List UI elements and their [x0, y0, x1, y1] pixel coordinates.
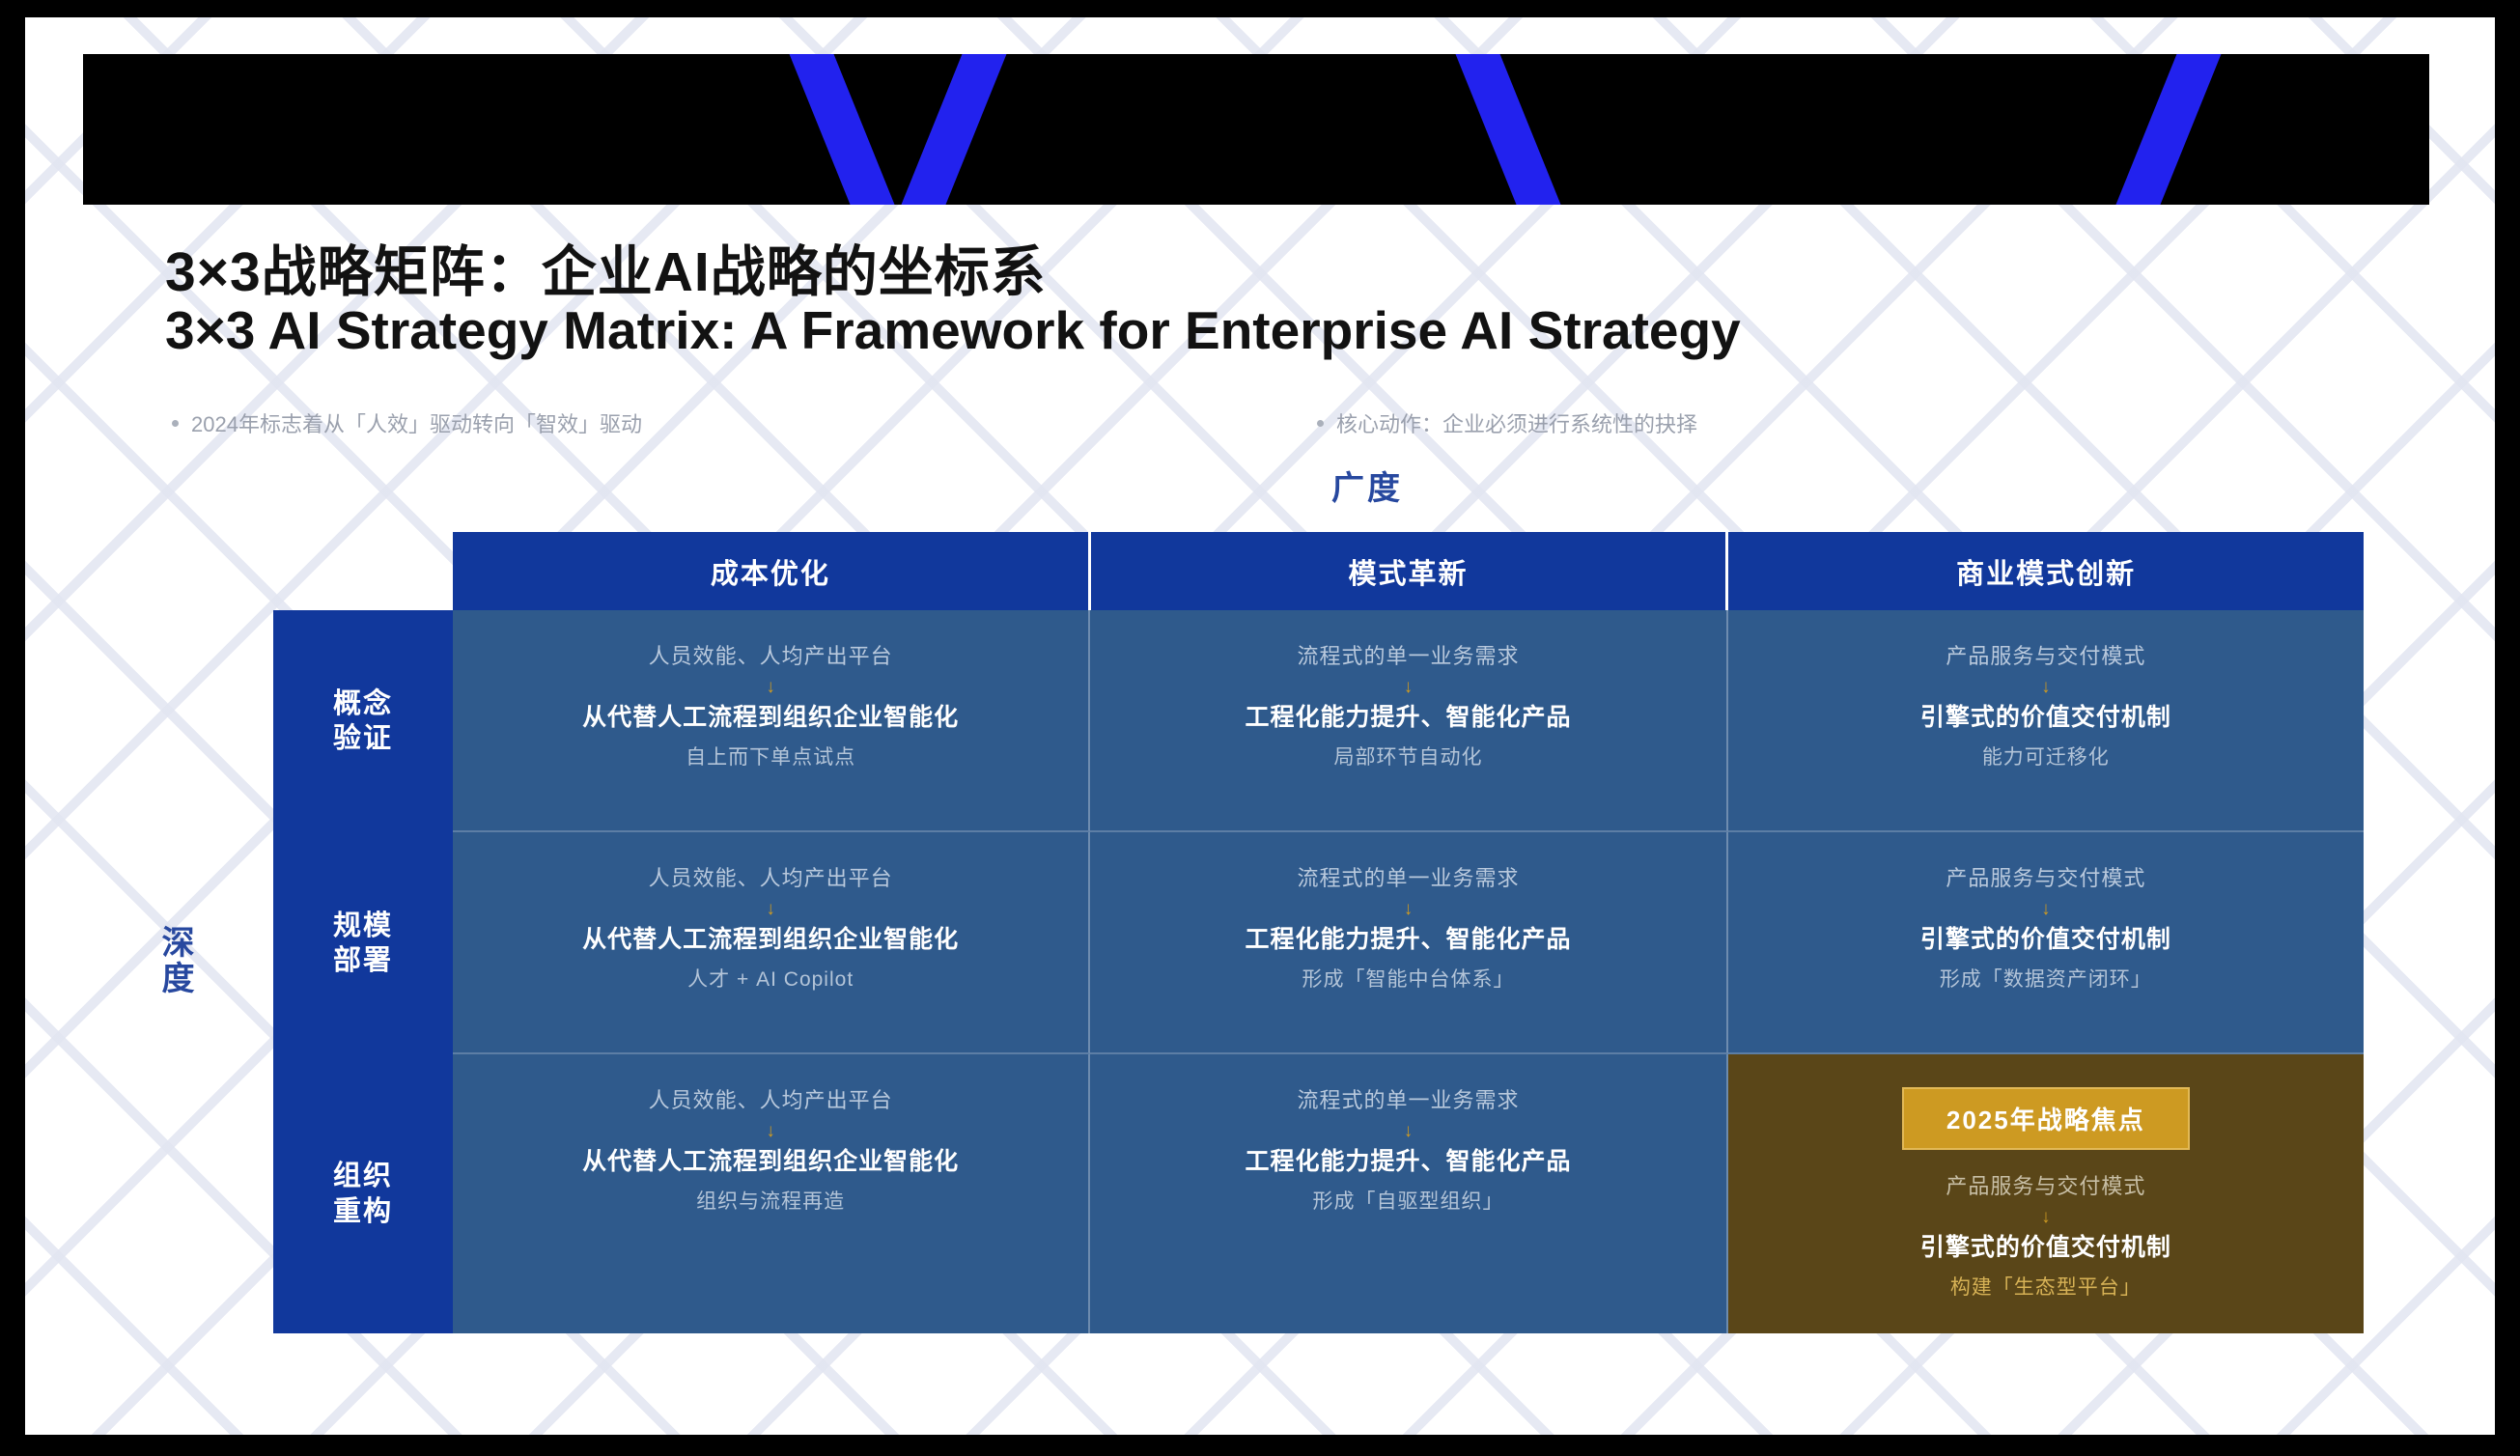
- row-header-line1: 组织: [332, 1161, 393, 1192]
- matrix-cell[interactable]: 人员效能、人均产出平台 ↓ 从代替人工流程到组织企业智能化 自上而下单点试点: [453, 610, 1091, 832]
- slide-title-en: 3×3 AI Strategy Matrix: A Framework for …: [165, 300, 1741, 360]
- cell-top-text: 人员效能、人均产出平台: [648, 866, 893, 890]
- slide-title-zh: 3×3战略矩阵：企业AI战略的坐标系: [165, 241, 1047, 303]
- cell-sub-text: 形成「自驱型组织」: [1312, 1190, 1504, 1214]
- cell-main-text: 从代替人工流程到组织企业智能化: [582, 925, 960, 953]
- arrow-down-icon: ↓: [2041, 898, 2051, 919]
- matrix-row: 组织 重构 人员效能、人均产出平台 ↓ 从代替人工流程到组织企业智能化 组织与流…: [273, 1054, 2364, 1334]
- strategy-focus-badge: 2025年战略焦点: [1901, 1087, 2190, 1150]
- matrix-cell[interactable]: 流程式的单一业务需求 ↓ 工程化能力提升、智能化产品 形成「智能中台体系」: [1090, 832, 1728, 1054]
- cell-top-text: 产品服务与交付模式: [1946, 1174, 2146, 1198]
- row-header-line2: 重构: [332, 1195, 393, 1227]
- axis-label-breadth: 广度: [1331, 470, 1403, 507]
- chevron-stripe-icon: [1443, 54, 1606, 205]
- cell-top-text: 产品服务与交付模式: [1946, 644, 2146, 668]
- note-bullet-left: 2024年标志着从「人效」驱动转向「智效」驱动: [172, 407, 642, 438]
- cell-sub-text: 形成「智能中台体系」: [1302, 968, 1515, 992]
- matrix-row: 概念 验证 人员效能、人均产出平台 ↓ 从代替人工流程到组织企业智能化 自上而下…: [273, 610, 2364, 832]
- column-header-cost-optimization: 成本优化: [453, 532, 1091, 610]
- arrow-down-icon: ↓: [1403, 676, 1414, 697]
- row-header-line1: 概念: [332, 687, 393, 719]
- axis-label-depth: 深度: [156, 925, 193, 996]
- matrix-cell[interactable]: 流程式的单一业务需求 ↓ 工程化能力提升、智能化产品 局部环节自动化: [1090, 610, 1728, 832]
- row-header-line2: 验证: [332, 723, 393, 754]
- row-header-line2: 部署: [332, 945, 393, 976]
- cell-sub-text: 人才 + AI Copilot: [687, 968, 854, 992]
- arrow-down-icon: ↓: [766, 1120, 775, 1141]
- arrow-down-icon: ↓: [766, 676, 775, 697]
- matrix-cell[interactable]: 流程式的单一业务需求 ↓ 工程化能力提升、智能化产品 形成「自驱型组织」: [1090, 1054, 1728, 1334]
- cell-main-text: 从代替人工流程到组织企业智能化: [582, 703, 960, 731]
- cell-sub-text: 形成「数据资产闭环」: [1939, 968, 2152, 992]
- slide-canvas: 3×3战略矩阵：企业AI战略的坐标系 3×3 AI Strategy Matri…: [25, 17, 2495, 1435]
- arrow-down-icon: ↓: [2041, 676, 2051, 697]
- cell-sub-text: 自上而下单点试点: [686, 746, 856, 770]
- cell-sub-text: 构建「生态型平台」: [1949, 1276, 2142, 1300]
- cell-main-text: 工程化能力提升、智能化产品: [1245, 925, 1572, 953]
- cell-top-text: 人员效能、人均产出平台: [648, 1088, 893, 1112]
- cell-main-text: 工程化能力提升、智能化产品: [1245, 1147, 1572, 1175]
- cell-top-text: 人员效能、人均产出平台: [648, 644, 893, 668]
- note-text-left: 2024年标志着从「人效」驱动转向「智效」驱动: [191, 412, 642, 436]
- matrix-body: 概念 验证 人员效能、人均产出平台 ↓ 从代替人工流程到组织企业智能化 自上而下…: [273, 610, 2364, 1334]
- matrix-cell[interactable]: 产品服务与交付模式 ↓ 引擎式的价值交付机制 能力可迁移化: [1727, 610, 2364, 832]
- matrix-cell[interactable]: 人员效能、人均产出平台 ↓ 从代替人工流程到组织企业智能化 组织与流程再造: [453, 1054, 1091, 1334]
- cell-main-text: 引擎式的价值交付机制: [1919, 703, 2171, 731]
- cell-main-text: 引擎式的价值交付机制: [1919, 1233, 2171, 1261]
- cell-sub-text: 组织与流程再造: [696, 1190, 846, 1214]
- row-header-line1: 规模: [332, 910, 393, 941]
- arrow-down-icon: ↓: [1403, 898, 1414, 919]
- cell-top-text: 流程式的单一业务需求: [1297, 1088, 1520, 1112]
- matrix-cell[interactable]: 人员效能、人均产出平台 ↓ 从代替人工流程到组织企业智能化 人才 + AI Co…: [453, 832, 1091, 1054]
- cell-sub-text: 能力可迁移化: [1981, 746, 2110, 770]
- matrix-header-row: 成本优化 模式革新 商业模式创新: [453, 532, 2365, 610]
- column-header-business-model-innovation: 商业模式创新: [1728, 532, 2365, 610]
- chevron-stripe-icon: [2071, 54, 2233, 205]
- arrow-down-icon: ↓: [766, 898, 775, 919]
- row-header-poc: 概念 验证: [273, 610, 453, 832]
- column-header-model-innovation: 模式革新: [1090, 532, 1729, 610]
- cell-main-text: 从代替人工流程到组织企业智能化: [582, 1147, 960, 1175]
- matrix-cell[interactable]: 产品服务与交付模式 ↓ 引擎式的价值交付机制 形成「数据资产闭环」: [1727, 832, 2364, 1054]
- note-bullet-right: 核心动作：企业必须进行系统性的抉择: [1317, 407, 1697, 438]
- cell-top-text: 产品服务与交付模式: [1946, 866, 2146, 890]
- strategy-matrix: 成本优化 模式革新 商业模式创新 概念 验证 人员效能、人均产出平台 ↓ 从代替…: [273, 532, 2365, 1334]
- row-header-scale-deployment: 规模 部署: [273, 832, 453, 1054]
- cell-top-text: 流程式的单一业务需求: [1297, 644, 1520, 668]
- bullet-dot-icon: [172, 419, 179, 427]
- cell-top-text: 流程式的单一业务需求: [1297, 866, 1520, 890]
- top-banner: [83, 54, 2429, 205]
- row-header-org-restructure: 组织 重构: [273, 1054, 453, 1334]
- matrix-row: 规模 部署 人员效能、人均产出平台 ↓ 从代替人工流程到组织企业智能化 人才 +…: [273, 832, 2364, 1054]
- arrow-down-icon: ↓: [1403, 1120, 1414, 1141]
- cell-main-text: 引擎式的价值交付机制: [1919, 925, 2171, 953]
- note-text-right: 核心动作：企业必须进行系统性的抉择: [1336, 412, 1698, 436]
- matrix-cell-highlighted[interactable]: 2025年战略焦点 产品服务与交付模式 ↓ 引擎式的价值交付机制 构建「生态型平…: [1727, 1054, 2364, 1334]
- cell-main-text: 工程化能力提升、智能化产品: [1245, 703, 1572, 731]
- bullet-dot-icon: [1317, 419, 1324, 427]
- arrow-down-icon: ↓: [2041, 1206, 2051, 1227]
- cell-sub-text: 局部环节自动化: [1333, 746, 1483, 770]
